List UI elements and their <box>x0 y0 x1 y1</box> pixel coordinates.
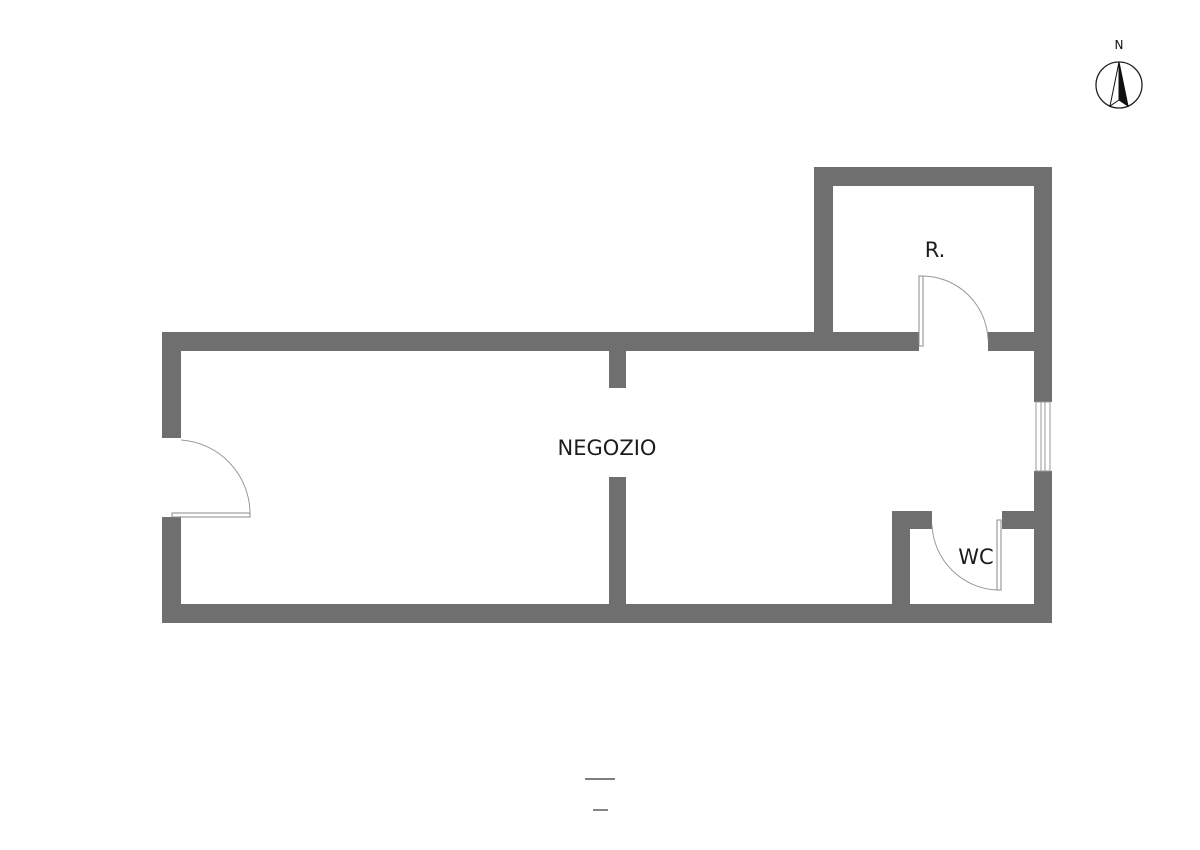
wall-wc-left <box>892 511 910 611</box>
entrance-door <box>171 439 251 518</box>
room-label-negozio: NEGOZIO <box>558 436 657 460</box>
wc-door-leaf <box>996 519 1002 591</box>
entrance-door-swing <box>180 439 251 514</box>
wall-left-upper <box>162 332 181 438</box>
wall-bottom <box>162 604 1052 623</box>
entrance-door-leaf <box>171 512 251 518</box>
north-label: N <box>1115 38 1124 52</box>
walls <box>162 167 1052 623</box>
storage-door-leaf <box>918 275 924 347</box>
wall-storage-left <box>814 167 833 342</box>
north-compass: N <box>1095 38 1143 109</box>
wall-wc-top-right <box>1002 511 1036 529</box>
partition-upper <box>609 351 626 388</box>
wc-door <box>931 519 1002 591</box>
wall-storage-top <box>814 167 1052 186</box>
wall-right-lower <box>1034 471 1052 623</box>
storage-door <box>918 275 989 347</box>
window <box>1035 401 1051 472</box>
wall-right-upper <box>1034 332 1052 402</box>
room-label-wc: WC <box>958 545 993 569</box>
partition-lower <box>609 477 626 605</box>
wall-top-shop <box>162 332 919 351</box>
window-frame <box>1035 401 1051 472</box>
wall-storage-right <box>1034 167 1052 342</box>
wall-left-lower <box>162 517 181 623</box>
scale-marks <box>585 778 615 811</box>
storage-door-swing <box>922 275 989 341</box>
room-label-storage: R. <box>925 238 946 262</box>
wc-door-swing <box>931 524 998 591</box>
